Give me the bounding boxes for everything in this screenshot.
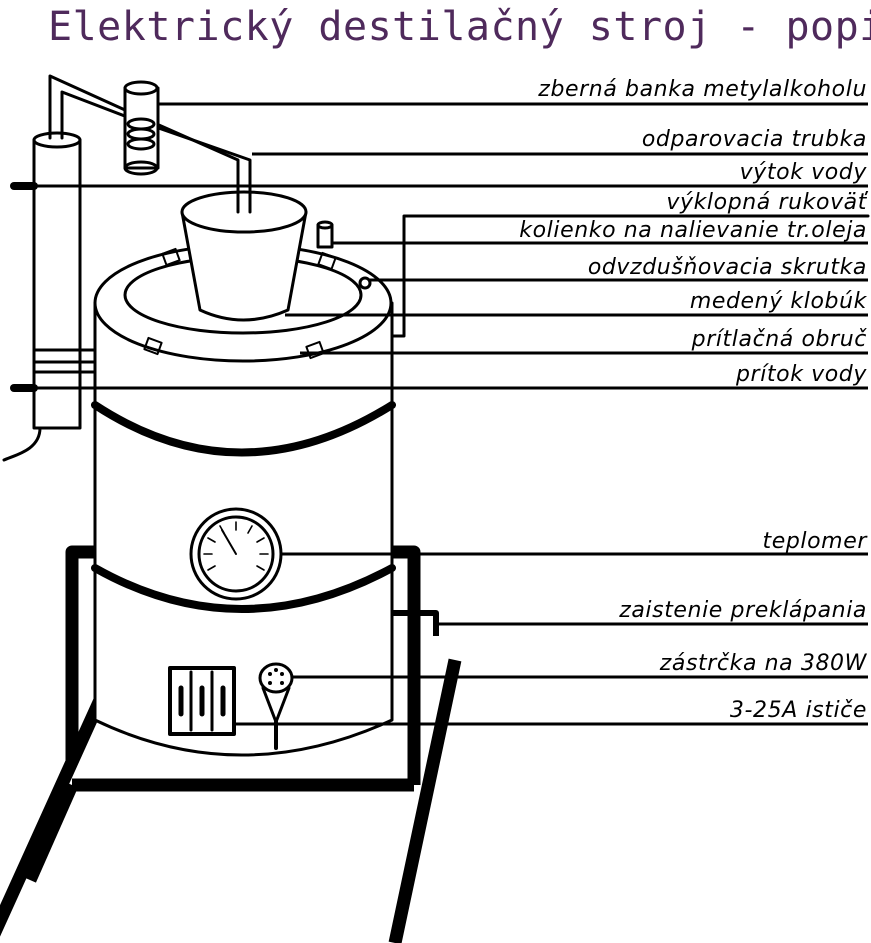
label-kolienko: kolienko na nalievanie tr.oleja — [519, 218, 867, 243]
label-pritok-vody: prítok vody — [735, 362, 867, 387]
oil-filling-elbow — [316, 220, 334, 249]
stand-frame — [0, 545, 462, 943]
condenser-column — [2, 131, 98, 462]
plug-380w — [258, 662, 294, 750]
leader-lines — [14, 102, 868, 726]
label-odparovacia-trubka: odparovacia trubka — [641, 127, 867, 152]
label-teplomer: teplomer — [762, 529, 867, 554]
clamp-lugs — [143, 247, 337, 360]
circuit-breakers — [168, 666, 236, 736]
label-isticie: 3-25A ističe — [729, 698, 867, 723]
collection-flask — [123, 80, 160, 176]
label-vyklopna-rukovat: výklopná rukoväť — [666, 190, 867, 215]
vent-screw — [358, 276, 372, 290]
label-pritlacna-obruc: prítlačná obruč — [691, 327, 867, 352]
tilting-handle — [390, 214, 870, 338]
thermometer — [189, 507, 283, 601]
label-zastrcka: zástrčka na 380W — [659, 651, 867, 676]
copper-hat — [180, 190, 308, 322]
label-odvzdusnovacia-skrutka: odvzdušňovacia skrutka — [587, 255, 867, 280]
label-medeny-klobuk: medený klobúk — [689, 289, 867, 314]
page-title: Elektrický destilačný stroj - popis — [48, 4, 871, 50]
label-zaistenie-preklapania: zaistenie preklápania — [619, 598, 867, 623]
label-zberna-banka: zberná banka metylalkoholu — [538, 77, 867, 102]
label-vytok-vody: výtok vody — [739, 160, 867, 185]
tilt-lock — [392, 610, 439, 636]
